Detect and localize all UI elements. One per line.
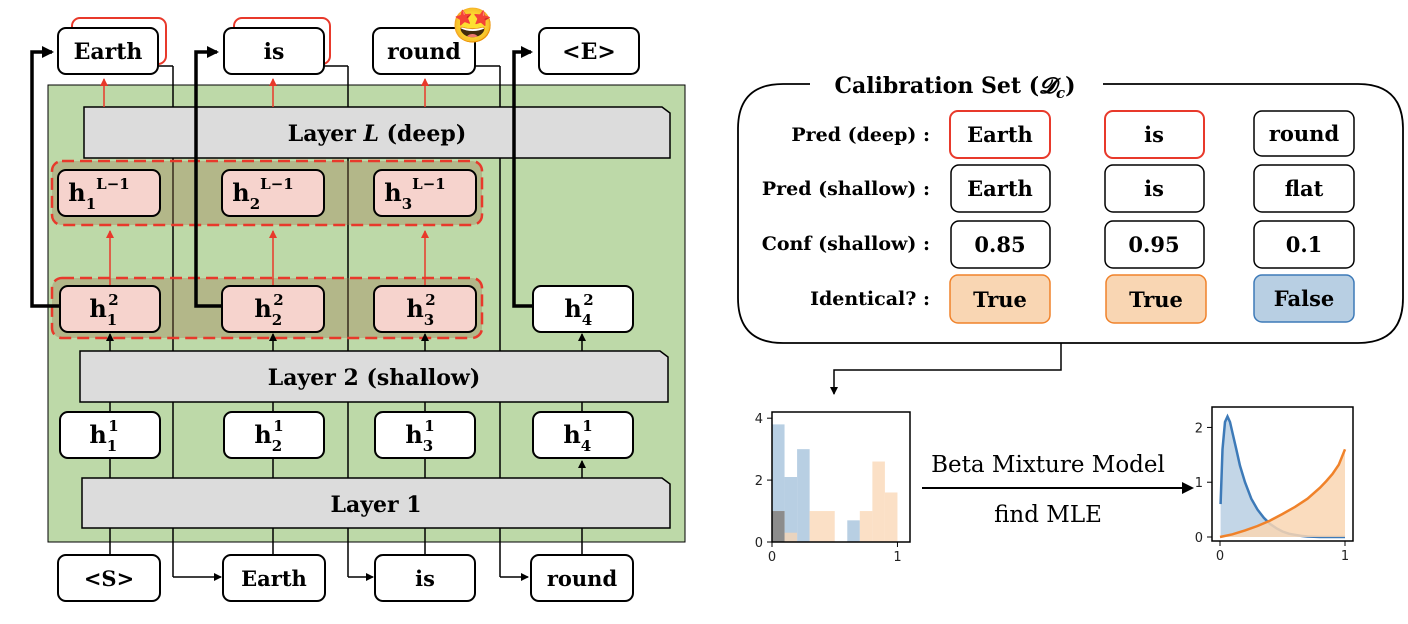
cell-conf-3: 0.1 bbox=[1286, 232, 1323, 257]
arrow-label-bottom: find MLE bbox=[994, 502, 1102, 528]
hidden-top-2: h2L−1 bbox=[232, 175, 293, 213]
output-token-3: round bbox=[387, 39, 461, 65]
calibration-histogram: 0 1 0 2 4 bbox=[755, 411, 911, 565]
hidden-row-top: h1L−1 h2L−1 h3L−1 bbox=[57, 169, 477, 217]
beta-area bbox=[1220, 449, 1345, 537]
red-arrows bbox=[100, 78, 429, 286]
hist-bar bbox=[784, 532, 798, 542]
hidden-mid-3: h32 bbox=[406, 291, 435, 329]
row-label-pred-deep: Pred (deep) : bbox=[791, 124, 930, 146]
layer-deep: Layer L (deep) bbox=[83, 106, 671, 159]
hist-bar bbox=[784, 477, 798, 542]
input-feed-arrows bbox=[158, 65, 529, 581]
hidden-row-low: h11 h21 h31 h41 bbox=[59, 411, 634, 459]
output-tokens: Earth is round 🤩 <E> bbox=[57, 6, 640, 75]
hist-bar bbox=[847, 520, 860, 542]
hidden-mid-4: h42 bbox=[564, 291, 593, 329]
cell-deep-3: round bbox=[1269, 121, 1340, 146]
beta-frame bbox=[1211, 406, 1354, 542]
arrow-label-top: Beta Mixture Model bbox=[931, 452, 1165, 478]
hidden-low-4: h41 bbox=[563, 417, 592, 455]
exit-arrows bbox=[30, 46, 533, 308]
input-token-4: round bbox=[547, 566, 618, 591]
input-token-2: Earth bbox=[241, 566, 307, 591]
row-label-identical: Identical? : bbox=[810, 288, 930, 310]
output-token-1: Earth bbox=[74, 39, 143, 65]
hidden-top-1: h1L−1 bbox=[68, 175, 129, 213]
calibration-panel: Calibration Set (𝓓c) Pred (deep) : Pred … bbox=[737, 73, 1404, 344]
hidden-mid-1: h12 bbox=[89, 291, 118, 329]
beta-mixture-plot: 0 1 0 1 2 bbox=[1195, 406, 1354, 564]
output-token-4: <E> bbox=[562, 39, 616, 65]
layer-shallow-label: Layer 2 (shallow) bbox=[268, 365, 481, 391]
input-tokens: <S> Earth is round bbox=[57, 554, 634, 602]
hidden-top-3: h3L−1 bbox=[384, 175, 445, 213]
beta-x-tick-label: 0 bbox=[1216, 549, 1224, 564]
hist-bar-overlap bbox=[772, 511, 785, 542]
hist-y-tick-label: 4 bbox=[755, 412, 763, 427]
hist-frame bbox=[771, 411, 911, 543]
hist-x-tick-label: 0 bbox=[768, 550, 776, 565]
cell-shallow-2: is bbox=[1144, 176, 1164, 201]
beta-y-tick-label: 0 bbox=[1195, 531, 1203, 546]
row-label-conf-shallow: Conf (shallow) : bbox=[762, 233, 930, 255]
hist-bar bbox=[872, 461, 885, 542]
hist-y-tick-label: 0 bbox=[755, 536, 763, 551]
hidden-row-mid: h12 h22 h32 h42 bbox=[59, 285, 634, 333]
cell-identical-1: True bbox=[973, 287, 1027, 312]
cell-identical-3: False bbox=[1274, 286, 1335, 311]
hist-bar bbox=[797, 449, 810, 542]
beta-y-tick-label: 1 bbox=[1195, 476, 1203, 491]
beta-y-tick-label: 2 bbox=[1195, 421, 1203, 436]
cell-deep-1: Earth bbox=[967, 122, 1033, 147]
hist-bar bbox=[884, 492, 898, 542]
cell-deep-2: is bbox=[1144, 122, 1164, 147]
hidden-low-1: h11 bbox=[89, 417, 118, 455]
cell-shallow-3: flat bbox=[1285, 176, 1324, 201]
calibration-title: Calibration Set (𝓓c) bbox=[834, 73, 1075, 102]
hist-x-tick-label: 1 bbox=[893, 550, 901, 565]
output-token-2: is bbox=[264, 39, 285, 65]
row-label-pred-shallow: Pred (shallow) : bbox=[762, 178, 930, 200]
layer-first-label: Layer 1 bbox=[330, 492, 421, 518]
star-struck-emoji: 🤩 bbox=[452, 6, 494, 46]
hist-bar bbox=[809, 511, 835, 542]
panel-to-hist-arrow bbox=[830, 343, 1062, 395]
cell-conf-2: 0.95 bbox=[1128, 232, 1179, 257]
beta-line bbox=[1219, 448, 1347, 539]
layer-first: Layer 1 bbox=[81, 477, 671, 529]
input-token-1: <S> bbox=[84, 566, 134, 591]
hidden-low-3: h31 bbox=[405, 417, 434, 455]
layer-deep-label: Layer L (deep) bbox=[288, 121, 466, 147]
beta-area bbox=[1220, 416, 1345, 537]
beta-x-tick-label: 1 bbox=[1341, 549, 1349, 564]
hidden-mid-2: h22 bbox=[254, 291, 283, 329]
hist-bar bbox=[859, 511, 873, 542]
cell-conf-1: 0.85 bbox=[974, 232, 1025, 257]
cell-shallow-1: Earth bbox=[967, 176, 1033, 201]
input-token-3: is bbox=[415, 566, 435, 591]
transformer-diagram: Layer L (deep) Layer 2 (shallow) Layer 1 bbox=[30, 6, 686, 602]
cell-identical-2: True bbox=[1129, 287, 1183, 312]
layer-shallow: Layer 2 (shallow) bbox=[79, 350, 669, 403]
hist-y-tick-label: 2 bbox=[755, 474, 763, 489]
hidden-low-2: h21 bbox=[254, 417, 283, 455]
